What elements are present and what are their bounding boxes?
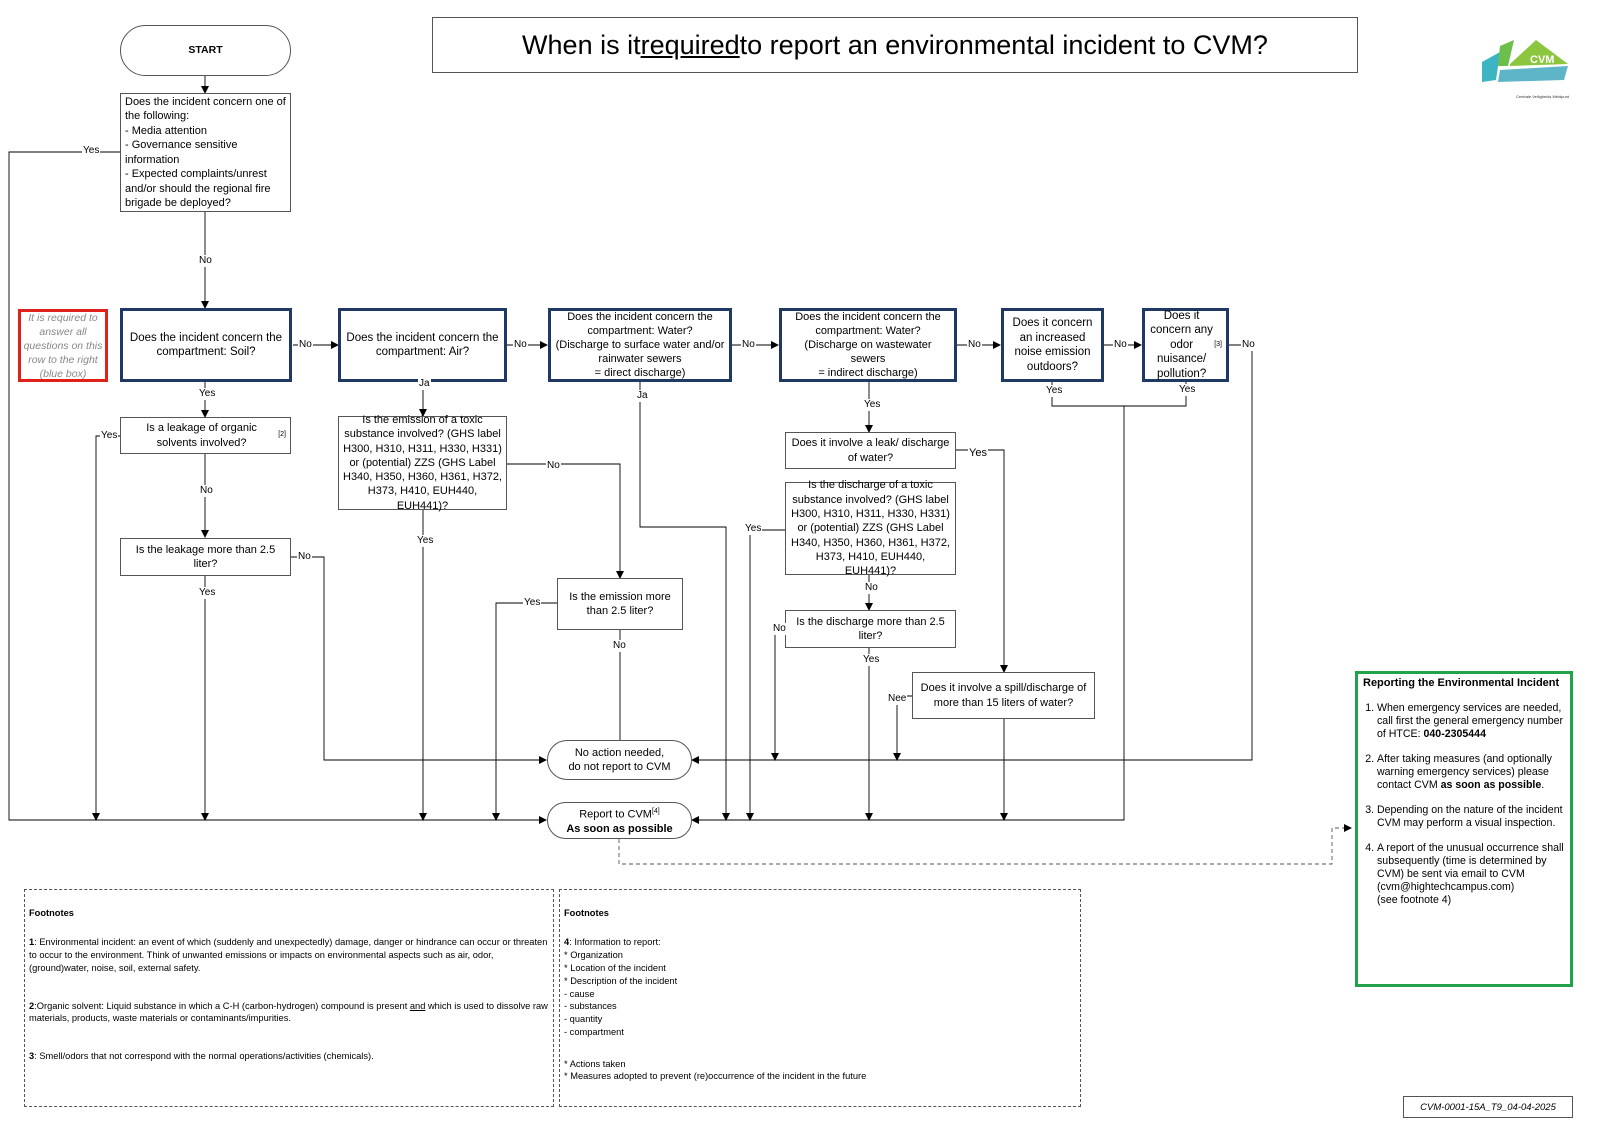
footnote-3-num: 3 [29, 1050, 35, 1061]
report-line1: Report to CVM [579, 808, 652, 821]
label-toxic-air-no: No [546, 460, 561, 472]
reporting-item-1-bold: 040-2305444 [1423, 728, 1486, 740]
label-emission-no: No [612, 640, 627, 652]
label-noise-no: No [1113, 339, 1128, 351]
label-odor-no: No [1241, 339, 1256, 351]
report-node: Report to CVM[4] As soon as possible [547, 802, 692, 839]
required-note: It is required to answer all questions o… [18, 309, 108, 382]
label-soil-no: No [298, 339, 313, 351]
footnotes-right-heading: Footnotes [564, 907, 609, 918]
q-discharge-2-5: Is the discharge more than 2.5 liter? [785, 610, 956, 648]
footnote-2-num: 2 [29, 1000, 35, 1011]
footnote-1: 1: Environmental incident: an event of w… [29, 936, 549, 974]
reporting-item-2-post: . [1541, 779, 1545, 791]
label-leak-no: No [297, 551, 312, 563]
reporting-list: When emergency services are needed, call… [1363, 702, 1565, 907]
reporting-item-2-text: After taking measures (and optionally wa… [1377, 753, 1552, 791]
label-air-no: No [513, 339, 528, 351]
q-odor-sup: [3] [1214, 340, 1222, 348]
cvm-logo: CVM Centrale Veiligheids Meldpunt [1480, 36, 1580, 106]
q-toxic-water: Is the discharge of a toxic substance in… [785, 479, 956, 577]
title-post: to report an environmental incident to C… [739, 29, 1268, 60]
q-air: Does the incident concern the compartmen… [338, 308, 507, 382]
footnote-3-text: : Smell/odors that not correspond with t… [34, 1050, 374, 1061]
footnote-2: 2:Organic solvent: Liquid substance in w… [29, 1000, 549, 1026]
page-title: When is it required to report an environ… [432, 17, 1358, 73]
q1-media-governance: Does the incident concern one of the fol… [120, 93, 291, 212]
logo-icon: CVM Centrale Veiligheids Meldpunt [1482, 40, 1570, 99]
q-toxic-air: Is the emission of a toxic substance inv… [338, 414, 507, 512]
footnotes-right: Footnotes 4: Information to report: * Or… [559, 889, 1081, 1107]
label-noise-yes: Yes [1045, 385, 1064, 397]
label-air-ja: Ja [418, 378, 431, 390]
q-water-indirect: Does the incident concern the compartmen… [779, 308, 957, 382]
q-organic-solvents: Is a leakage of organic solvents involve… [120, 417, 291, 454]
label-emission-yes: Yes [523, 597, 542, 609]
reporting-item-1-text: When emergency services are needed, call… [1377, 702, 1564, 740]
label-organic-no: No [199, 485, 214, 497]
q-noise: Does it concern an increased noise emiss… [1001, 308, 1104, 382]
label-water-indirect-no: No [967, 339, 982, 351]
q-leak-2-5: Is the leakage more than 2.5 liter? [120, 538, 291, 576]
title-underlined: required [640, 29, 740, 60]
reporting-item-2-bold: as soon as possible [1440, 779, 1542, 791]
logo-caption: Centrale Veiligheids Meldpunt [1516, 94, 1570, 99]
footnote-3: 3: Smell/odors that not correspond with … [29, 1050, 549, 1063]
footnote-4b: * Actions taken * Measures adopted to pr… [564, 1058, 867, 1082]
report-sup: [4] [651, 808, 660, 816]
start-node: START [120, 25, 291, 76]
label-q1-no: No [198, 255, 213, 267]
label-discharge-no: No [772, 623, 787, 635]
label-leak-yes: Yes [198, 587, 217, 599]
reporting-item-3: Depending on the nature of the incident … [1377, 804, 1565, 830]
reporting-box: Reporting the Environmental Incident Whe… [1355, 671, 1573, 987]
q-emission-2-5: Is the emission more than 2.5 liter? [557, 578, 683, 630]
label-leak-water-yes: Yes [968, 447, 988, 459]
label-water-indirect-yes: Yes [863, 399, 882, 411]
footnote-4-num: 4 [564, 937, 570, 948]
q-soil: Does the incident concern the compartmen… [120, 308, 292, 382]
label-spill-nee: Nee [887, 693, 908, 705]
footnotes-left-heading: Footnotes [29, 907, 74, 918]
reporting-item-4: A report of the unusual occurrence shall… [1377, 842, 1565, 907]
footnotes-left: Footnotes 1: Environmental incident: an … [24, 889, 554, 1107]
title-pre: When is it [522, 29, 641, 60]
report-line2: As soon as possible [566, 822, 673, 835]
q-odor-text: Does it concern any odor nuisance/ pollu… [1150, 309, 1213, 380]
q-organic-sup: [2] [278, 431, 286, 439]
label-water-direct-no: No [741, 339, 756, 351]
footnote-2-post: which is used to dissolve raw materials,… [29, 1000, 548, 1024]
footnote-1-text: : Environmental incident: an event of wh… [29, 937, 548, 973]
label-soil-yes: Yes [198, 388, 217, 400]
label-odor-yes: Yes [1178, 384, 1197, 396]
footnote-4-text: : Information to report: * Organization … [564, 937, 678, 1037]
document-id: CVM-0001-15A_T9_04-04-2025 [1403, 1096, 1573, 1118]
no-action-node: No action needed, do not report to CVM [547, 740, 692, 780]
label-discharge-yes: Yes [862, 654, 881, 666]
footnote-4: 4: Information to report: * Organization… [564, 936, 1076, 1038]
q-water-direct: Does the incident concern the compartmen… [548, 308, 732, 382]
reporting-item-2: After taking measures (and optionally wa… [1377, 753, 1565, 792]
footnote-2-und: and [409, 1000, 426, 1011]
logo-text: CVM [1530, 54, 1554, 66]
label-toxic-water-no: No [864, 582, 879, 594]
reporting-item-1: When emergency services are needed, call… [1377, 702, 1565, 741]
label-water-direct-ja: Ja [636, 390, 649, 402]
footnote-1-num: 1 [29, 937, 35, 948]
q-odor: Does it concern any odor nuisance/ pollu… [1142, 308, 1229, 382]
label-q1-yes: Yes [82, 145, 101, 157]
label-toxic-air-yes: Yes [416, 535, 435, 547]
label-organic-yes: Yes [100, 430, 119, 442]
reporting-heading: Reporting the Environmental Incident [1363, 677, 1560, 689]
report-line1-wrap: Report to CVM[4] [579, 805, 660, 822]
q-leak-water: Does it involve a leak/ discharge of wat… [785, 432, 956, 469]
label-toxic-water-yes: Yes [744, 523, 763, 535]
q-spill-15: Does it involve a spill/discharge of mor… [912, 672, 1095, 719]
footnote-2-pre: :Organic solvent: Liquid substance in wh… [34, 1000, 410, 1011]
q-organic-text: Is a leakage of organic solvents involve… [146, 422, 257, 449]
